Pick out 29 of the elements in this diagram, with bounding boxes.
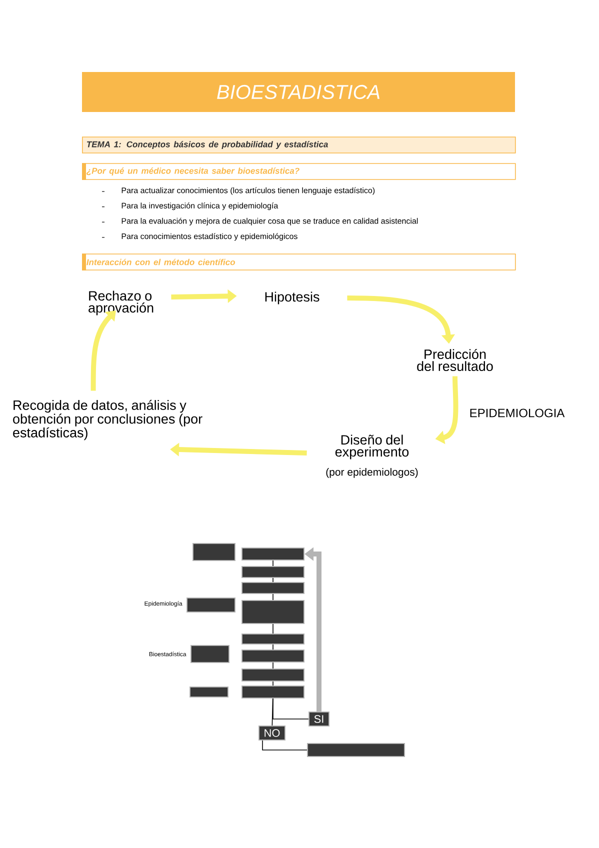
flowchart-box (242, 600, 304, 624)
handwritten-text: Recogida de datos, análisis y obtención por conclusiones (por estadísticas) (13, 400, 202, 440)
flowchart-box (307, 743, 405, 757)
section-header: ¿Por qué un médico necesita saber bioestadística? (82, 163, 516, 180)
bullet-item: Para actualizar conocimientos (los artículos tienen lenguaje estadístico) (122, 187, 375, 195)
flowchart-box (190, 686, 228, 698)
bullet-item: Para conocimientos estadístico y epidemiológicos (122, 233, 298, 241)
flowchart-box (242, 668, 304, 682)
flowchart-box (242, 582, 304, 594)
arrow (272, 698, 309, 720)
handwritten-text: Hipotesis (265, 292, 320, 304)
answer-box: NO (258, 726, 286, 740)
handwritten-text: EPIDEMIOLOGIA (470, 408, 565, 418)
handwritten-text: Predicción del resultado (417, 348, 493, 372)
flowchart-box (242, 634, 304, 644)
answer-box: SI (308, 712, 330, 726)
section-header: Interacción con el método científico (82, 254, 516, 270)
section-header: TEMA 1: Conceptos básicos de probabilidad y estadística (82, 136, 516, 154)
bullet-item: Para la investigación clínica y epidemiología (122, 202, 278, 210)
handwritten-text: Rechazo o aprovación (88, 290, 154, 316)
arrow (90, 310, 116, 391)
flowchart-box (242, 566, 304, 578)
flowchart-box (242, 686, 304, 698)
title-banner: BIOESTADISTICA (82, 72, 515, 112)
flowchart-box (192, 543, 236, 561)
handwritten-text: Diseño del experimento (por epidemiologos) (326, 434, 418, 478)
flowchart-box (242, 650, 304, 662)
bullet-item: Para la evaluación y mejora de cualquier cosa que se traduce en calidad asistencial (122, 218, 418, 226)
flowchart-box (242, 548, 304, 560)
